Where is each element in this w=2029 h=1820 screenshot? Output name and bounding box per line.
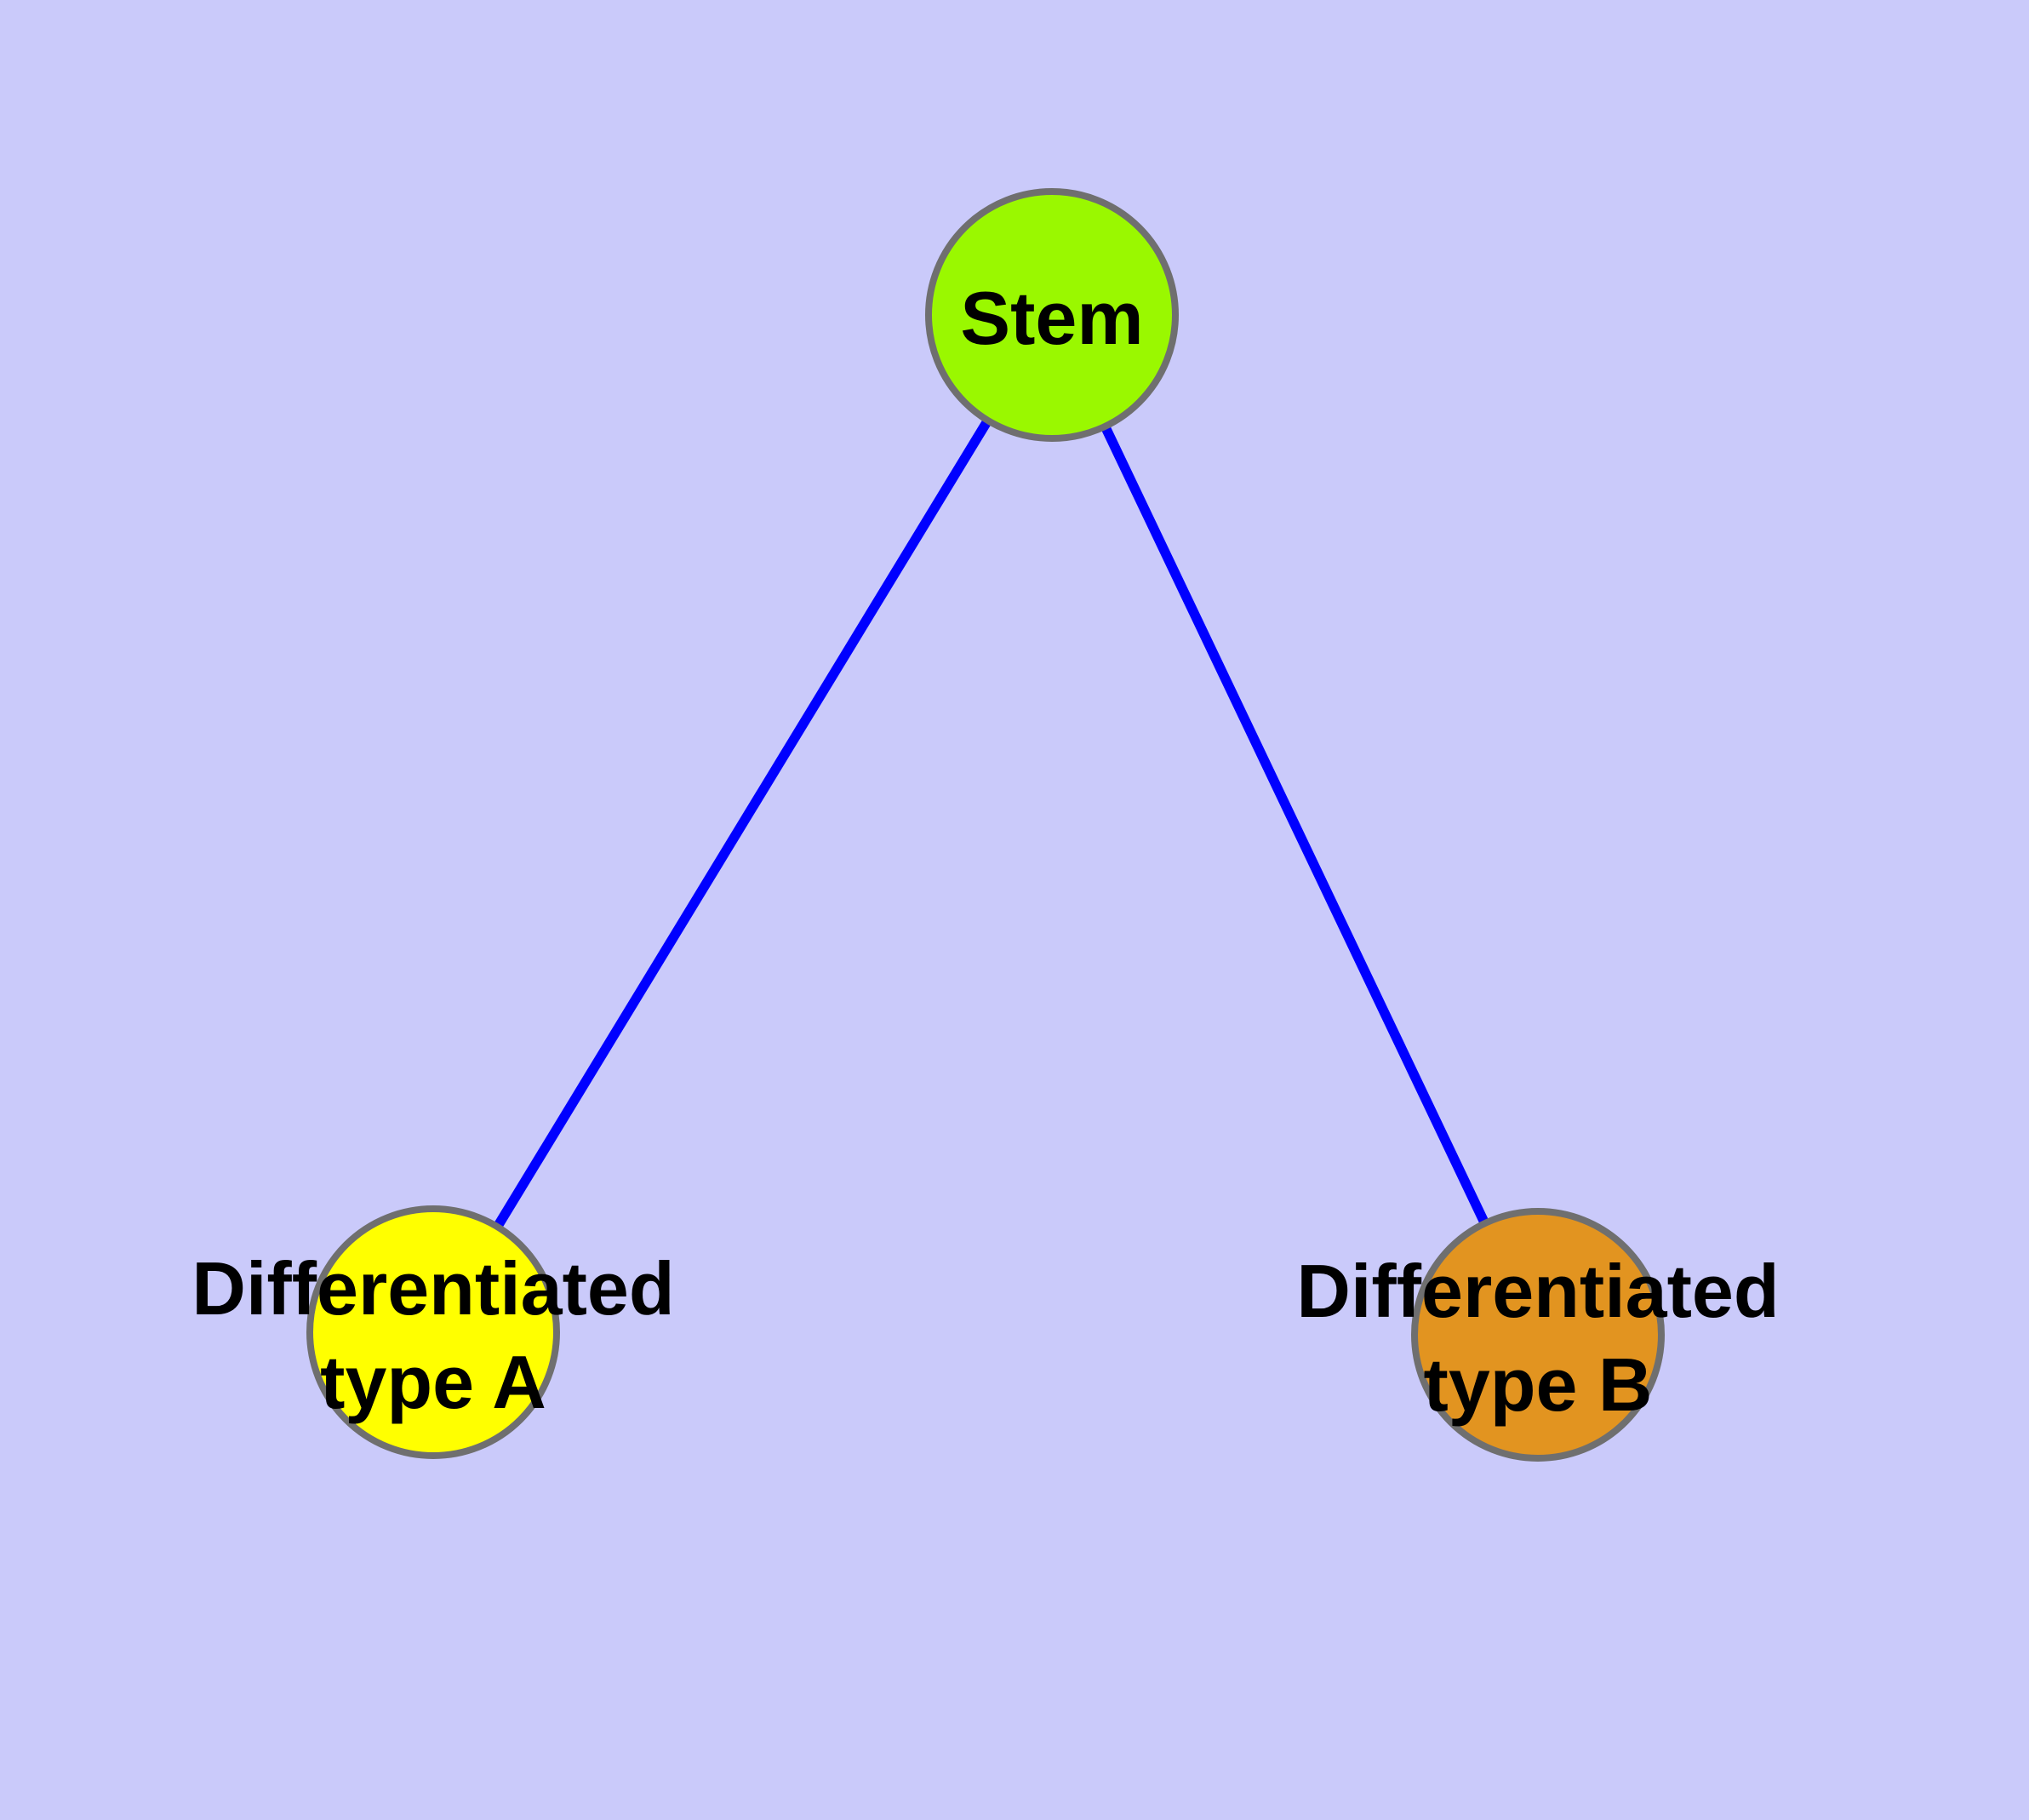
edge-stem-to-type-b (1047, 312, 1543, 1337)
node-type-a-label-line-2: type A (320, 1340, 546, 1424)
node-type-a (306, 1205, 560, 1459)
node-stem-label: Stem (960, 276, 1143, 360)
edge-stem-to-type-a (429, 312, 1056, 1335)
node-type-b (1411, 1208, 1665, 1462)
node-stem (925, 188, 1179, 442)
node-type-b-label-line-2: type B (1424, 1342, 1653, 1427)
node-type-b-label-line-1: Differentiated (1296, 1249, 1779, 1333)
node-type-a-label-line-1: Differentiated (191, 1246, 674, 1331)
